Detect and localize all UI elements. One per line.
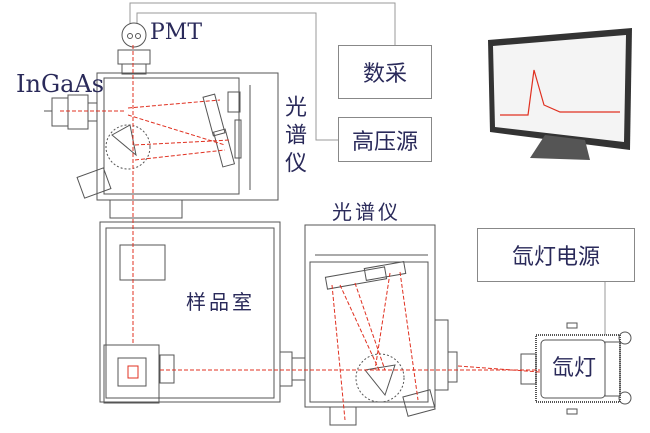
xenon-power-box: 氙灯电源 xyxy=(477,228,635,282)
computer-monitor xyxy=(488,28,632,160)
pmt-label: PMT xyxy=(150,20,203,45)
hv-source-box: 高压源 xyxy=(338,117,432,162)
daq-box: 数采 xyxy=(338,45,432,99)
pmt-detector xyxy=(121,22,147,48)
light-beams xyxy=(60,45,541,421)
xenon-lamp-label: 氙灯 xyxy=(552,356,597,381)
ingaas-detector xyxy=(44,94,112,199)
hv-source-label: 高压源 xyxy=(351,129,418,155)
xenon-lamp xyxy=(520,322,632,415)
daq-label: 数采 xyxy=(362,62,407,87)
top-spectrometer xyxy=(96,49,279,219)
xenon-power-label: 氙灯电源 xyxy=(511,245,600,270)
bottom-spectrometer xyxy=(304,224,458,426)
ingaas-label: InGaAs xyxy=(16,70,105,98)
sample-chamber xyxy=(99,221,306,404)
sample-chamber-label: 样品室 xyxy=(186,290,255,314)
wires xyxy=(129,2,606,335)
top-spectrometer-label: 光谱仪 xyxy=(281,95,306,179)
bottom-spectrometer-label: 光谱仪 xyxy=(332,200,401,224)
